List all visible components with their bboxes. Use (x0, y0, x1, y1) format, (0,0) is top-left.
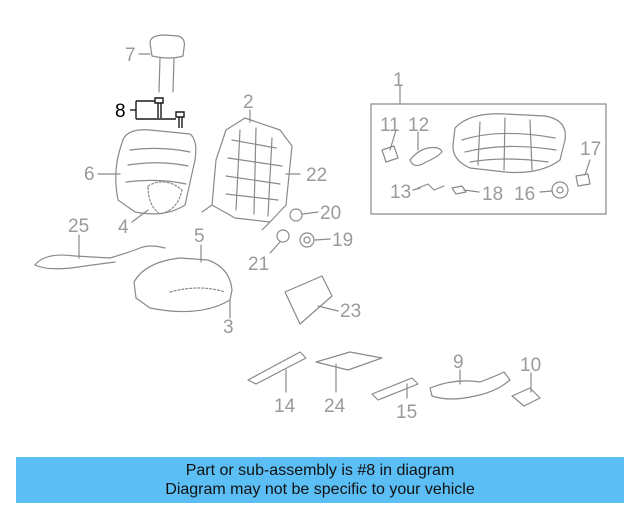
part-6-seatback-cover (115, 129, 197, 215)
callout-10: 10 (520, 355, 541, 376)
part-11 (381, 145, 399, 163)
callout-4: 4 (118, 217, 129, 238)
part-24 (315, 351, 383, 371)
callout-1-bracket (370, 84, 607, 215)
part-10 (511, 387, 541, 407)
banner-line-1: Part or sub-assembly is #8 in diagram (185, 462, 455, 479)
callout-24: 24 (324, 396, 346, 417)
callout-5: 5 (194, 226, 205, 247)
part-4-back-pad (147, 181, 183, 215)
callout-17: 17 (580, 139, 601, 160)
part-17 (575, 173, 591, 187)
part-9 (429, 371, 511, 400)
part-25-harness (34, 245, 166, 270)
callout-21: 21 (248, 254, 269, 275)
part-5-cushion-cover (133, 257, 233, 313)
parts-diagram: 1 2 3 4 5 6 7 8 9 10 11 12 13 14 15 16 1… (34, 34, 607, 423)
part-18 (451, 185, 467, 195)
part-19 (299, 232, 315, 248)
callout-15: 15 (396, 402, 417, 423)
banner-line-2: Diagram may not be specific to your vehi… (165, 481, 475, 498)
info-banner: Part or sub-assembly is #8 in diagram Di… (16, 457, 624, 503)
callout-13: 13 (390, 182, 411, 203)
callout-23: 23 (340, 301, 361, 322)
callout-18: 18 (482, 184, 503, 205)
part-20 (289, 208, 303, 222)
callout-19: 19 (332, 230, 353, 251)
callout-6: 6 (84, 164, 95, 185)
callout-12: 12 (408, 115, 429, 136)
callout-3: 3 (223, 317, 234, 338)
callout-22: 22 (306, 165, 327, 186)
callout-20: 20 (320, 203, 341, 224)
callout-8: 8 (115, 101, 126, 122)
part-13 (417, 183, 445, 191)
callout-9: 9 (453, 352, 464, 373)
part-14 (247, 351, 307, 385)
part-16 (551, 181, 569, 199)
callout-16: 16 (514, 184, 535, 205)
callout-1: 1 (393, 70, 404, 91)
leader-lines (78, 53, 591, 399)
part-12 (409, 146, 443, 167)
part-7-headrest (149, 34, 185, 93)
part-seat-cushion-assembly (452, 113, 566, 174)
callout-25: 25 (68, 216, 89, 237)
part-8-bolts (154, 97, 185, 128)
callout-11: 11 (380, 115, 400, 136)
callout-14: 14 (274, 396, 296, 417)
callout-2: 2 (243, 92, 254, 113)
part-15 (371, 377, 419, 401)
part-2-frame (201, 117, 293, 231)
part-21 (276, 229, 290, 243)
callout-7: 7 (125, 45, 136, 66)
part-23-panel (284, 275, 333, 325)
